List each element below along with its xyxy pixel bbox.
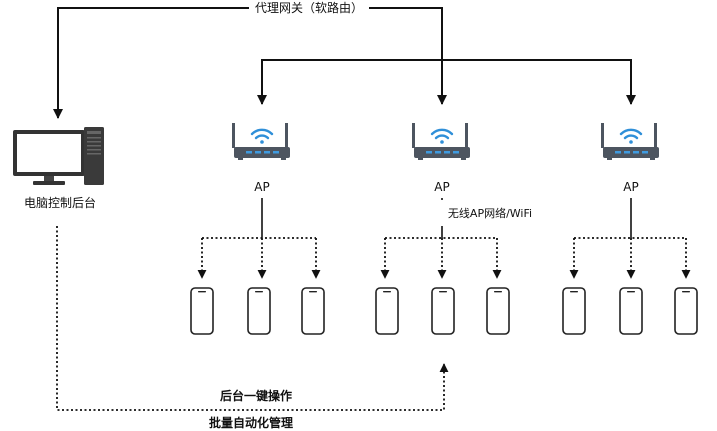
batch-operation-label: 后台一键操作 [219,389,293,403]
ap-label-2: AP [434,180,450,194]
phone-icon [375,287,399,335]
computer-icon [13,127,104,185]
phone-icon [674,287,698,335]
phone-icon [431,287,455,335]
wireless-network-label: 无线AP网络/WiFi [447,207,533,220]
wifi-distribution-lines [56,226,691,411]
pc-label: 电脑控制后台 [23,196,97,210]
wifi-icon-3 [619,128,643,146]
phone-icon [486,287,510,335]
gateway-connections [53,7,636,119]
phone-icon [190,287,214,335]
phone-icon [562,287,586,335]
gateway-label: 代理网关（软路由） [248,1,370,15]
pc-to-phones-line [56,226,449,411]
phone-group-2 [375,287,510,335]
phone-icon [619,287,643,335]
gateway-to-pc-line [53,7,255,119]
wifi-icon-1 [250,128,274,146]
batch-management-label: 批量自动化管理 [208,416,294,430]
ap-bus-line [261,59,636,105]
phone-icon [247,287,271,335]
ap-label-3: AP [623,180,639,194]
phone-icon [301,287,325,335]
phone-group-3 [562,287,698,335]
gateway-to-center-ap-line [363,7,447,105]
ap-label-1: AP [254,180,270,194]
phone-group-1 [190,287,325,335]
wifi-icon-2 [430,128,454,146]
